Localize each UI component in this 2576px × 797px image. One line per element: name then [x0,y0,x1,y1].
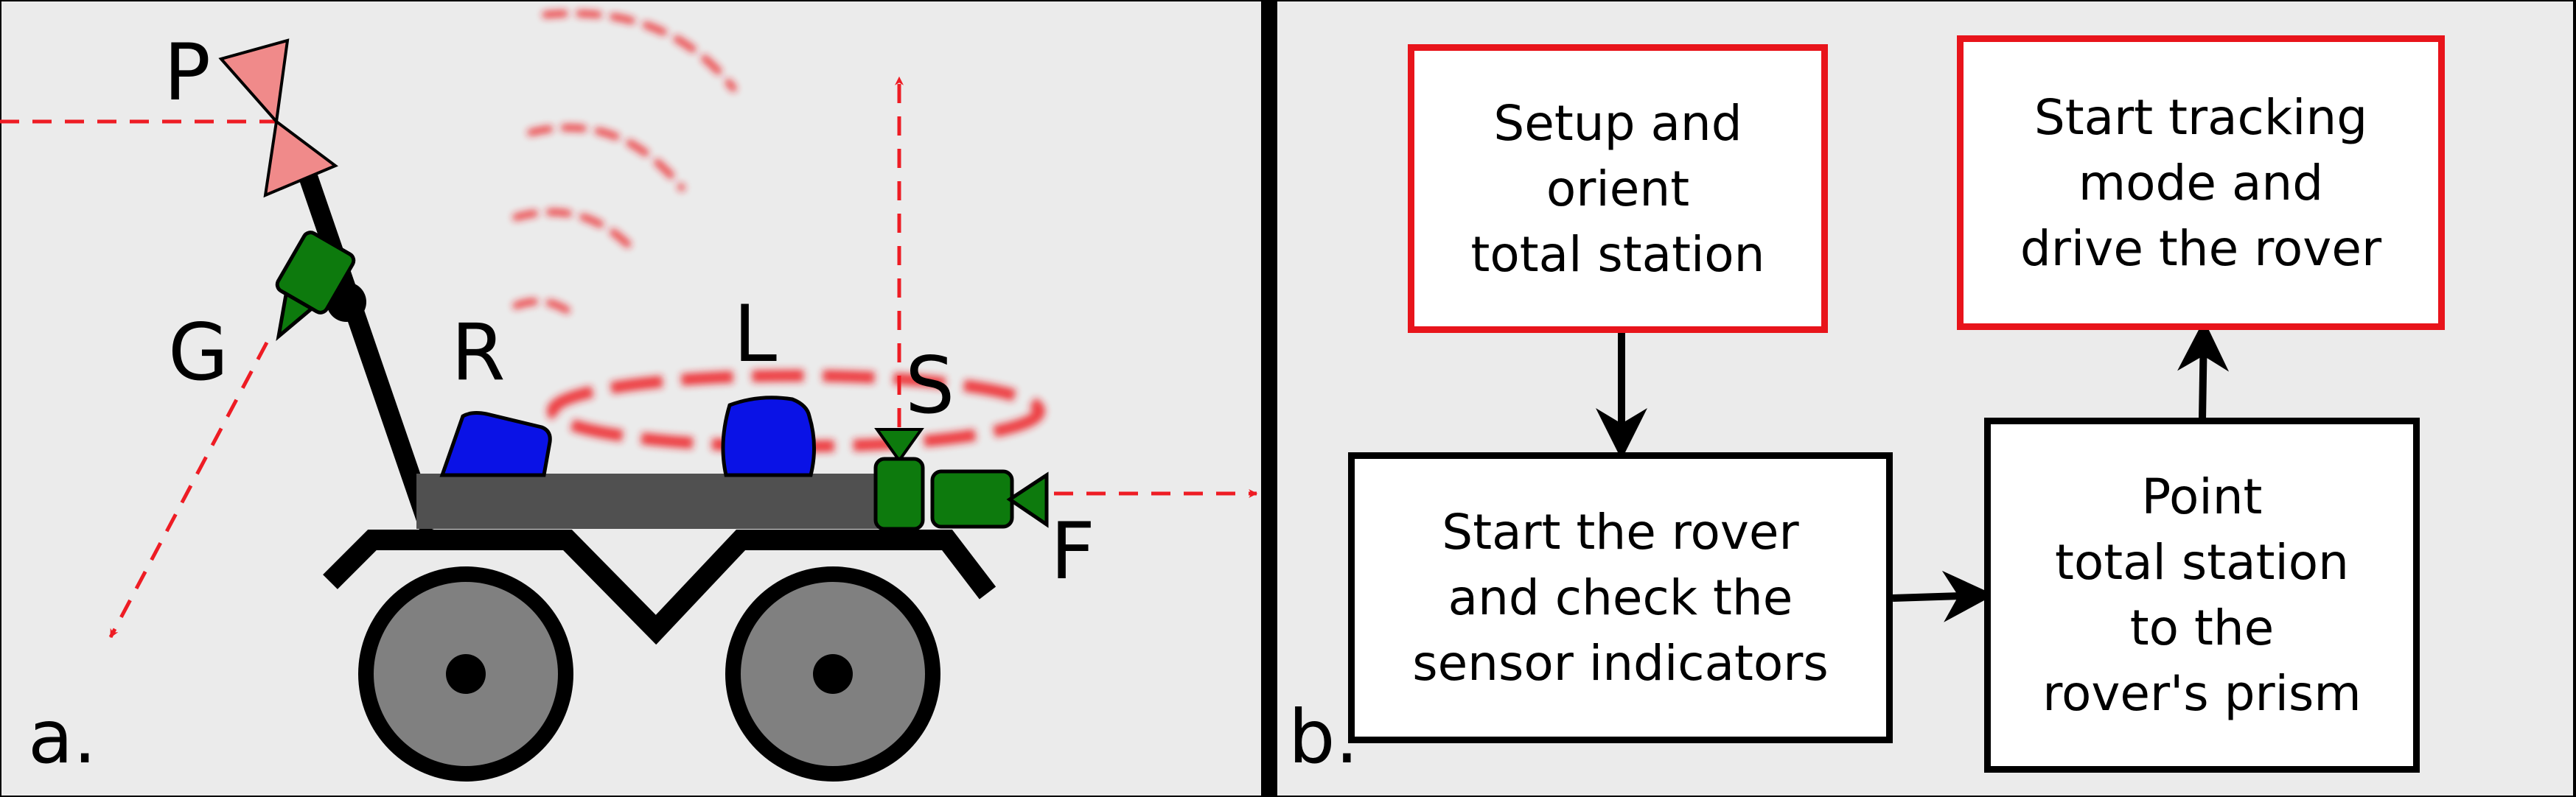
rover-chassis [323,530,996,645]
panel-divider [1261,0,1277,797]
gnss-camera-ray [108,341,269,639]
gnss-camera-icon [275,231,356,341]
flow-step-point-station: Point total station to the rover's prism [1984,418,2420,773]
flow-step-setup: Setup and orient total station [1408,44,1828,333]
panel-b-label: b. [1288,694,1358,780]
side-camera-icon [873,428,925,531]
flow-step-start-rover: Start the rover and check the sensor ind… [1348,452,1893,743]
rover-deck [416,474,884,529]
label-prism: P [164,27,211,118]
label-gnss-camera: G [168,307,228,398]
lidar-sensor-icon [721,396,816,477]
flow-step-setup-text: Setup and orient total station [1470,94,1765,283]
label-radar: R [451,307,506,398]
rover-mast [295,162,439,534]
panel-a-label: a. [28,694,97,780]
flow-arrow-3-to-4 [2177,320,2230,421]
flow-arrow-2-to-3 [1892,570,1994,622]
radar-waves [512,10,737,317]
radar-sensor-icon [439,411,552,477]
label-front-camera: F [1050,506,1095,597]
label-side-camera: S [905,340,954,431]
flow-step-point-station-text: Point total station to the rover's prism [2042,468,2362,722]
panel-a-frame [0,0,1269,797]
front-camera-icon [930,469,1049,529]
prism-icon [218,38,338,198]
rover-wheel-front [725,566,940,782]
label-lidar: L [733,289,777,379]
flow-step-tracking: Start tracking mode and drive the rover [1957,35,2445,330]
rover-wheel-rear [358,566,573,782]
flow-step-start-rover-text: Start the rover and check the sensor ind… [1412,504,1829,692]
flow-step-tracking-text: Start tracking mode and drive the rover [2020,88,2382,277]
